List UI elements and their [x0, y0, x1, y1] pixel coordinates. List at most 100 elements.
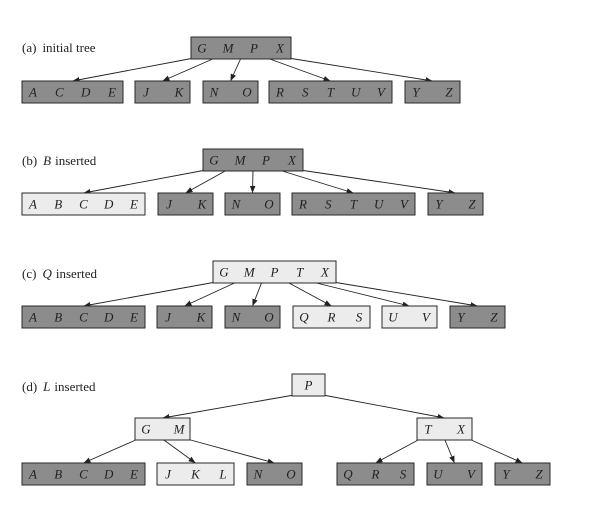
node-box [212, 260, 337, 284]
node-key: N [231, 310, 242, 325]
node-key: P [304, 378, 313, 393]
node-box [21, 192, 146, 216]
node-key: D [103, 310, 114, 325]
node-key: P [270, 265, 279, 280]
node-box [381, 305, 438, 329]
node-key: V [422, 310, 432, 325]
node-box [292, 305, 371, 329]
node-key: B [54, 467, 62, 482]
node-key: S [356, 310, 363, 325]
node-key: X [275, 41, 285, 56]
node-box [21, 305, 146, 329]
node-key: Z [468, 197, 476, 212]
node-key: G [141, 422, 151, 437]
tree-edge [252, 281, 263, 307]
node-box [202, 148, 304, 172]
node-key: X [287, 153, 297, 168]
node-box [21, 80, 124, 104]
node-key: Z [535, 467, 543, 482]
tree-edge [184, 281, 237, 307]
node-key: P [249, 41, 258, 56]
btree-node: P [291, 373, 326, 397]
node-key: S [400, 467, 407, 482]
node-key: M [173, 422, 186, 437]
node-key: Z [445, 85, 453, 100]
node-key: N [209, 85, 220, 100]
node-key: K [196, 310, 207, 325]
node-key: O [242, 85, 252, 100]
node-key: K [174, 85, 185, 100]
node-key: D [103, 467, 114, 482]
node-key: E [129, 310, 138, 325]
btree-node: Q R S [336, 462, 415, 486]
node-key: E [129, 467, 138, 482]
node-box [134, 80, 191, 104]
edges-layer [72, 57, 523, 464]
node-key: M [222, 41, 235, 56]
node-box [224, 192, 281, 216]
tree-edge [266, 57, 331, 82]
node-key: U [351, 85, 362, 100]
tree-edge [299, 169, 456, 195]
node-key: U [388, 310, 399, 325]
node-key: M [234, 153, 247, 168]
node-key: D [103, 197, 114, 212]
node-key: Y [502, 467, 511, 482]
node-key: B [54, 310, 62, 325]
tree-edge [162, 394, 295, 420]
tree-edge [249, 169, 256, 194]
node-key: A [28, 197, 37, 212]
tree-edge [287, 57, 433, 83]
node-key: A [28, 310, 37, 325]
node-box [156, 305, 213, 329]
node-key: N [231, 197, 242, 212]
node-key: V [400, 197, 410, 212]
node-key: U [433, 467, 444, 482]
tree-edge [185, 169, 228, 194]
node-key: J [166, 197, 173, 212]
tree-edge [186, 438, 275, 464]
node-key: G [219, 265, 229, 280]
node-key: Y [412, 85, 421, 100]
tree-edge [468, 438, 523, 464]
node-box [157, 192, 214, 216]
tree-edge [444, 438, 455, 464]
node-key: R [298, 197, 307, 212]
node-box [426, 462, 483, 486]
tree-edge [162, 57, 216, 82]
node-key: Q [343, 467, 353, 482]
node-key: E [129, 197, 138, 212]
node-key: P [261, 153, 270, 168]
node-key: Q [299, 310, 309, 325]
node-key: C [79, 197, 88, 212]
node-key: X [456, 422, 466, 437]
node-key: V [377, 85, 387, 100]
node-key: O [286, 467, 296, 482]
node-box [246, 462, 303, 486]
node-key: Y [435, 197, 444, 212]
node-key: K [190, 467, 201, 482]
node-box [190, 36, 292, 60]
node-key: O [264, 310, 274, 325]
node-key: C [55, 85, 64, 100]
node-key: R [371, 467, 380, 482]
node-box [224, 305, 281, 329]
